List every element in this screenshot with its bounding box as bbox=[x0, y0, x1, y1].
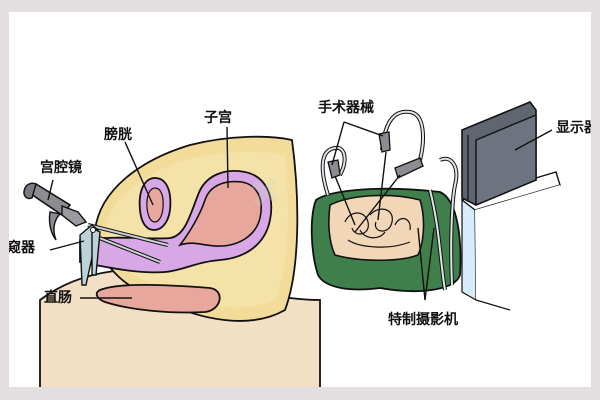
diagram-stage: ✚ 子宫 膀胱 宫腔镜 窥器 直肠 手术器械 显示器 特制摄影机 bbox=[9, 12, 591, 387]
label-hysteroscope: 宫腔镜 bbox=[40, 160, 82, 176]
label-rectum: 直肠 bbox=[44, 290, 72, 306]
label-uterus: 子宫 bbox=[204, 110, 232, 126]
leader-lines-right bbox=[331, 121, 553, 301]
speculum bbox=[79, 224, 101, 286]
leader-lines-left bbox=[47, 126, 229, 299]
label-speculum: 窥器 bbox=[9, 240, 35, 256]
illustration bbox=[23, 101, 562, 387]
image-frame: ✚ 子宫 膀胱 宫腔镜 窥器 直肠 手术器械 显示器 特制摄影机 bbox=[9, 12, 591, 387]
label-special-camera: 特制摄影机 bbox=[388, 312, 458, 328]
label-monitor: 显示器 bbox=[556, 120, 591, 136]
rectum bbox=[95, 283, 221, 314]
hysteroscope bbox=[23, 182, 169, 264]
label-surgical-instruments: 手术器械 bbox=[318, 100, 374, 116]
surgical-drape bbox=[310, 187, 462, 293]
label-bladder: 膀胱 bbox=[104, 127, 132, 143]
uterus-and-vagina bbox=[79, 170, 273, 274]
monitor bbox=[461, 101, 537, 207]
surgical-instruments bbox=[320, 109, 459, 291]
